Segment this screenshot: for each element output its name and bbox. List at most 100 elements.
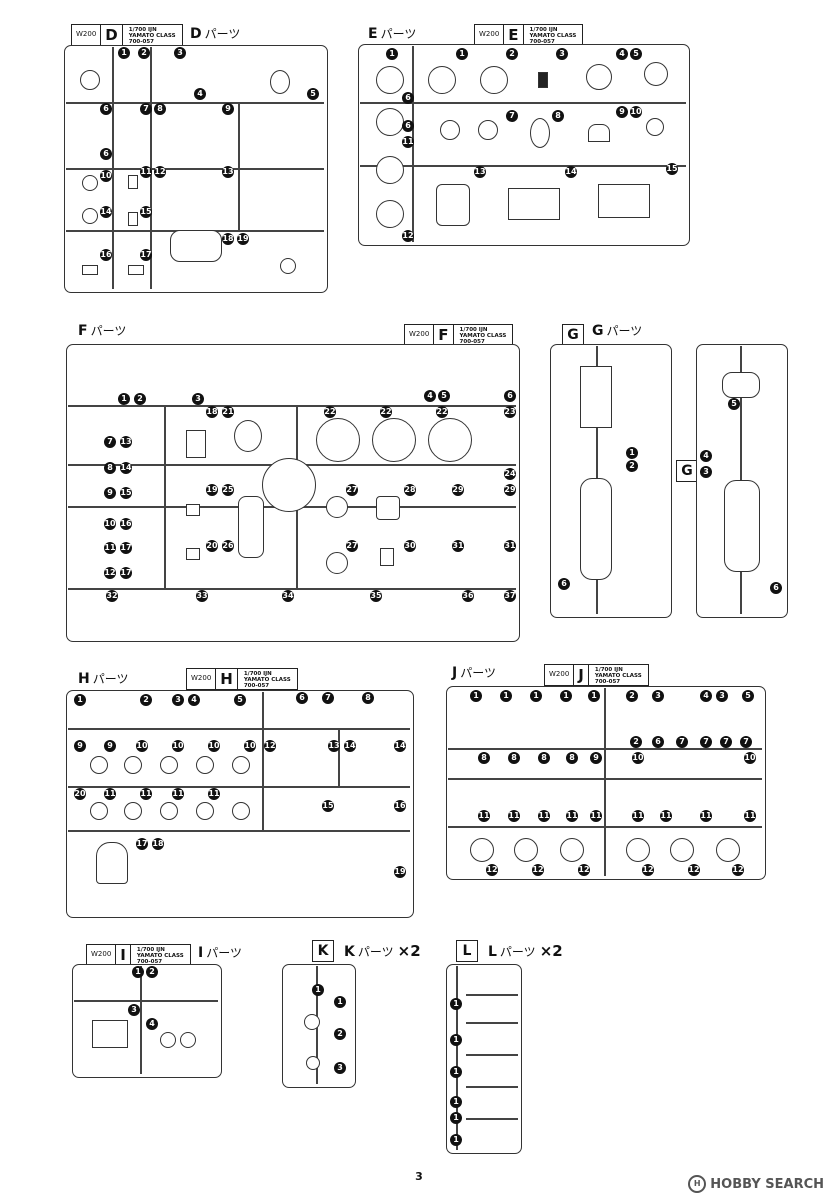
part-number: 12 bbox=[532, 864, 544, 876]
part-number: 15 bbox=[140, 206, 152, 218]
part-number: 14 bbox=[344, 740, 356, 752]
part-number: 5 bbox=[728, 398, 740, 410]
part-structure bbox=[598, 184, 650, 218]
part-searchlight bbox=[470, 838, 494, 862]
part-number: 14 bbox=[565, 166, 577, 178]
part-number: 6 bbox=[652, 736, 664, 748]
part-number: 4 bbox=[616, 48, 628, 60]
part-number: 10 bbox=[632, 752, 644, 764]
part-number: 22 bbox=[436, 406, 448, 418]
part-gear bbox=[232, 756, 250, 774]
part-number: 1 bbox=[470, 690, 482, 702]
part-number: 3 bbox=[556, 48, 568, 60]
part-number: 3 bbox=[128, 1004, 140, 1016]
part-number: 1 bbox=[450, 1034, 462, 1046]
sprue-runner bbox=[66, 102, 324, 104]
part-number: 6 bbox=[402, 92, 414, 104]
part-searchlight bbox=[716, 838, 740, 862]
part-number: 5 bbox=[307, 88, 319, 100]
sprue-runner bbox=[338, 730, 340, 786]
part-number: 5 bbox=[234, 694, 246, 706]
part-number: 8 bbox=[478, 752, 490, 764]
part-number: 1 bbox=[450, 1134, 462, 1146]
sprue-runner bbox=[360, 102, 686, 104]
part-number: 3 bbox=[174, 47, 186, 59]
part-gear bbox=[196, 756, 214, 774]
part-number: 12 bbox=[486, 864, 498, 876]
part-number: 10 bbox=[104, 518, 116, 530]
part-ring bbox=[82, 208, 98, 224]
part-number: 12 bbox=[104, 567, 116, 579]
part-number: 12 bbox=[578, 864, 590, 876]
part-number: 9 bbox=[590, 752, 602, 764]
part-number: 9 bbox=[104, 740, 116, 752]
page-number: 3 bbox=[415, 1170, 423, 1183]
part-number: 28 bbox=[404, 484, 416, 496]
part-number: 2 bbox=[626, 690, 638, 702]
part-number: 12 bbox=[154, 166, 166, 178]
part-number: 4 bbox=[194, 88, 206, 100]
part-director bbox=[234, 420, 262, 452]
part-number: 35 bbox=[370, 590, 382, 602]
part-number: 9 bbox=[616, 106, 628, 118]
part-number: 1 bbox=[530, 690, 542, 702]
part-number: 3 bbox=[192, 393, 204, 405]
part-plate bbox=[186, 430, 206, 458]
part-number: 11 bbox=[172, 788, 184, 800]
part-turret-base bbox=[270, 70, 290, 94]
part-number: 2 bbox=[334, 1028, 346, 1040]
part-number: 2 bbox=[140, 694, 152, 706]
part-number: 11 bbox=[700, 810, 712, 822]
part-bridge bbox=[580, 366, 612, 428]
part-number: 10 bbox=[244, 740, 256, 752]
part-number: 29 bbox=[452, 484, 464, 496]
part-number: 29 bbox=[504, 484, 516, 496]
sprue-runner bbox=[456, 966, 458, 1150]
part-number: 10 bbox=[744, 752, 756, 764]
part-number: 34 bbox=[282, 590, 294, 602]
part-number: 6 bbox=[504, 390, 516, 402]
part-number: 17 bbox=[136, 838, 148, 850]
part-gear bbox=[376, 66, 404, 94]
part-number: 30 bbox=[404, 540, 416, 552]
sprue-runner bbox=[140, 966, 142, 1074]
sprue-letter-l: L bbox=[456, 940, 478, 962]
part-number: 1 bbox=[118, 393, 130, 405]
part-number: 6 bbox=[558, 578, 570, 590]
sprue-runner bbox=[68, 588, 516, 590]
part-gun-barrel bbox=[466, 1054, 518, 1056]
part-number: 19 bbox=[237, 233, 249, 245]
part-disc bbox=[80, 70, 100, 90]
part-number: 2 bbox=[506, 48, 518, 60]
part-gear bbox=[376, 156, 404, 184]
part-number: 1 bbox=[334, 996, 346, 1008]
part-number: 2 bbox=[134, 393, 146, 405]
part-number: 17 bbox=[120, 567, 132, 579]
part-number: 8 bbox=[552, 110, 564, 122]
part-gear bbox=[428, 66, 456, 94]
part-number: 11 bbox=[208, 788, 220, 800]
part-number: 7 bbox=[322, 692, 334, 704]
sprue-runner bbox=[68, 405, 516, 407]
part-number: 1 bbox=[588, 690, 600, 702]
part-number: 11 bbox=[104, 542, 116, 554]
part-dome bbox=[644, 62, 668, 86]
part-number: 4 bbox=[188, 694, 200, 706]
part-deck bbox=[724, 480, 760, 572]
part-gun-barrel bbox=[466, 1118, 518, 1120]
part-number: 2 bbox=[630, 736, 642, 748]
part-barbette-ring bbox=[262, 458, 316, 512]
part-number: 13 bbox=[328, 740, 340, 752]
part-disc bbox=[372, 418, 416, 462]
part-number: 8 bbox=[104, 462, 116, 474]
part-number: 1 bbox=[118, 47, 130, 59]
sprue-letter-k: K bbox=[312, 940, 334, 962]
part-number: 12 bbox=[688, 864, 700, 876]
